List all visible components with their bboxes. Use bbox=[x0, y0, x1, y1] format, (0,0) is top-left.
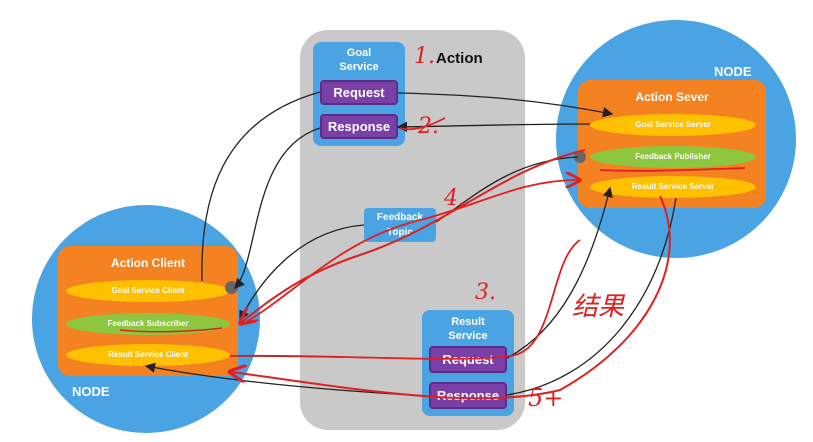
goal-response-button[interactable]: Response bbox=[320, 114, 398, 139]
result-service-title-2: Service bbox=[448, 330, 488, 342]
goal-service-client: Goal Service Client bbox=[66, 280, 230, 302]
server-node-label: NODE bbox=[714, 64, 752, 79]
annotation-step1: 1. bbox=[414, 44, 435, 69]
feedback-publisher: Feedback Publisher bbox=[590, 146, 756, 168]
action-client-title: Action Client bbox=[111, 256, 185, 270]
goal-service-title-2: Service bbox=[339, 61, 379, 73]
feedback-to-client-line bbox=[239, 224, 365, 322]
red-feedback-arrow bbox=[242, 149, 586, 322]
action-server-title: Action Sever bbox=[635, 90, 709, 104]
feedback-topic-line2: Topic bbox=[387, 227, 413, 238]
goal-response-line bbox=[396, 121, 591, 133]
red-feedback-arrow-2 bbox=[242, 180, 578, 325]
red-result-request bbox=[229, 239, 581, 360]
annotation-step3: 3. bbox=[475, 280, 496, 305]
action-title: Action bbox=[436, 50, 483, 67]
client-to-goal-request bbox=[201, 91, 321, 282]
red-step2-arrow bbox=[399, 117, 446, 131]
client-node-label: NODE bbox=[72, 384, 110, 399]
goal-request-button[interactable]: Request bbox=[320, 80, 398, 105]
annotation-step2: 2. bbox=[418, 114, 439, 139]
server-connector-dot bbox=[574, 151, 586, 163]
goal-service-title-1: Goal bbox=[346, 47, 372, 59]
red-underline-subscriber bbox=[119, 327, 223, 333]
feedback-subscriber: Feedback Subscriber bbox=[66, 313, 230, 335]
server-to-response-line bbox=[506, 197, 677, 396]
annotation-step5: 5+ bbox=[528, 384, 564, 412]
feedback-topic-line1: Feedback bbox=[376, 212, 424, 223]
annotation-chinese: 结果 bbox=[572, 292, 625, 322]
red-result-response bbox=[232, 195, 671, 400]
annotation-step4: 4. bbox=[444, 186, 465, 211]
goal-response-to-client bbox=[234, 127, 321, 289]
result-service-title-1: Result bbox=[451, 316, 485, 328]
result-service-client: Result Service Client bbox=[66, 344, 230, 366]
goal-service-server: Goal Service Server bbox=[590, 114, 756, 136]
result-service-server: Result Service Server bbox=[590, 176, 756, 198]
goal-request-line bbox=[397, 92, 614, 118]
result-request-line bbox=[506, 186, 613, 359]
red-underline-publisher bbox=[599, 167, 746, 172]
